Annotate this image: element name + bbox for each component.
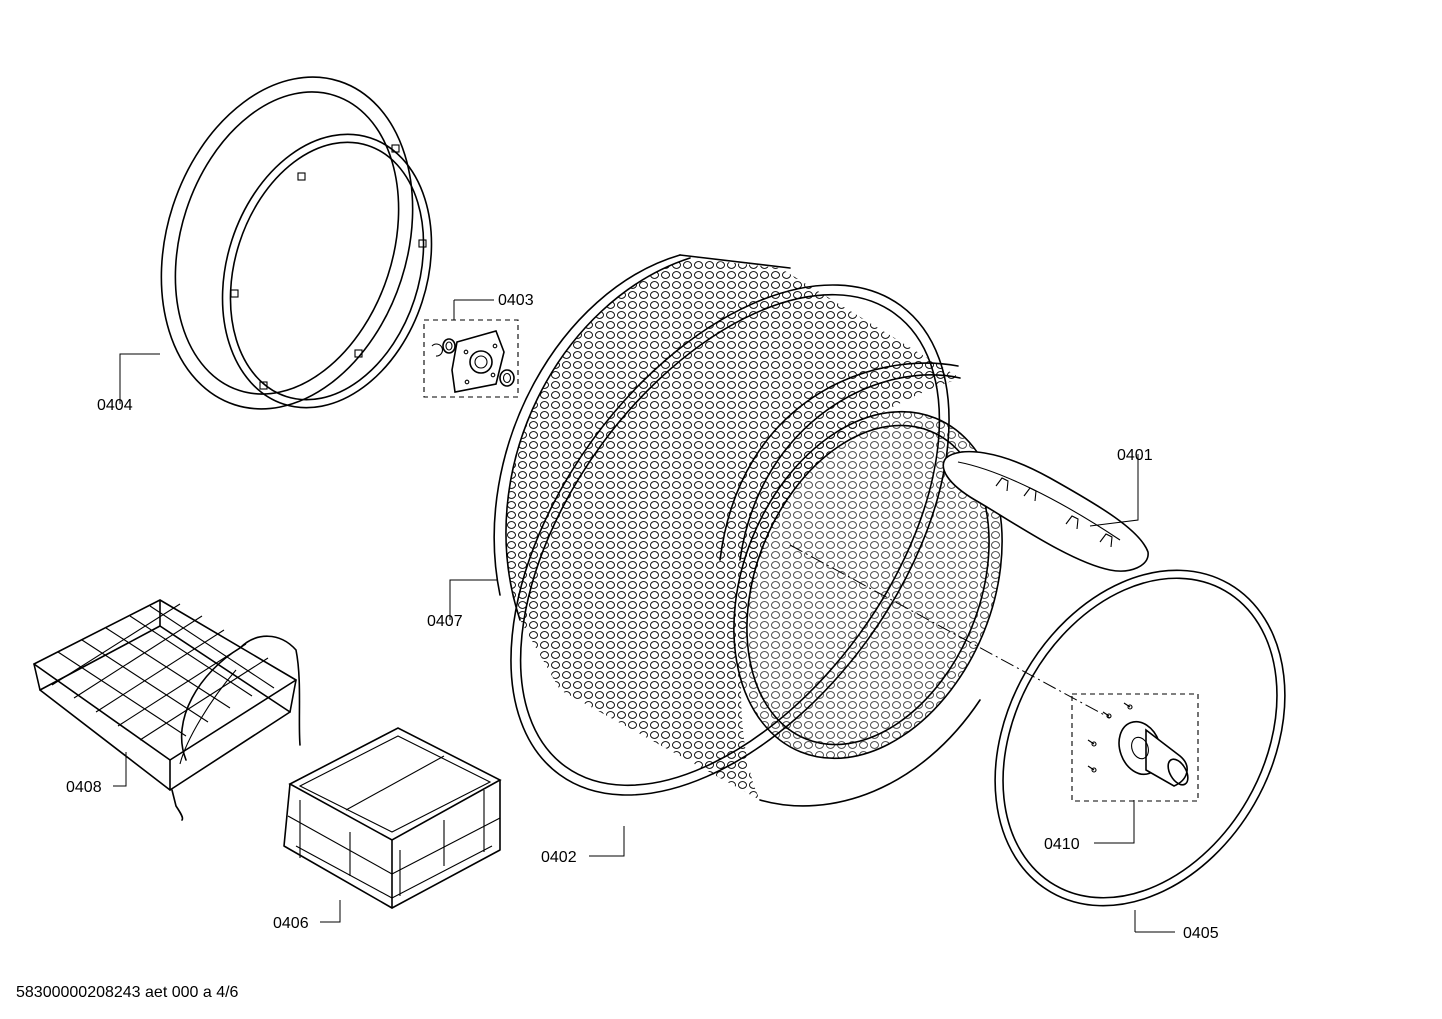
callout-0410: 0410 — [1044, 836, 1080, 853]
screw-group — [1087, 702, 1133, 773]
callout-0403: 0403 — [498, 292, 534, 309]
callout-0404: 0404 — [97, 397, 133, 414]
callout-0406: 0406 — [273, 915, 309, 932]
part-0405-rear-seal — [994, 569, 1286, 907]
leader-lines — [113, 299, 1175, 933]
part-0401-paddle — [942, 450, 1149, 572]
callout-0402: 0402 — [541, 849, 577, 866]
document-reference: 58300000208243 aet 000 a 4/6 — [16, 984, 239, 1001]
centre-axis-line — [789, 544, 1111, 719]
callout-0407: 0407 — [427, 613, 463, 630]
callout-0405: 0405 — [1183, 925, 1219, 942]
part-0408-drying-rack — [33, 599, 301, 821]
part-0406-filter-box — [283, 727, 502, 909]
part-0404-front-ring — [160, 76, 433, 410]
callout-0408: 0408 — [66, 779, 102, 796]
part-0403-bearing-kit — [423, 319, 519, 398]
part-0402-drum-ring — [510, 284, 950, 796]
callout-0401: 0401 — [1117, 447, 1153, 464]
part-0410-shaft-kit — [1071, 693, 1199, 802]
